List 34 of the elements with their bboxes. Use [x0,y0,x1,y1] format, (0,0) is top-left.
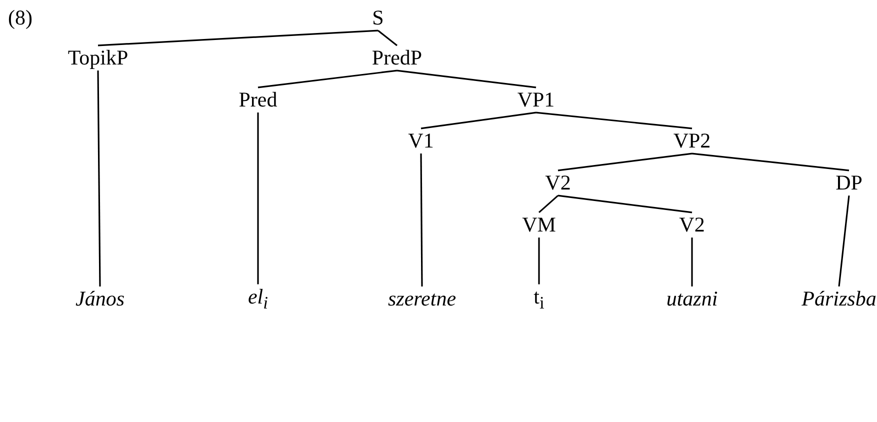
tree-branch [257,112,259,284]
tree-branch [97,70,101,286]
tree-branch [692,152,850,172]
word-label: t$_{i}$ [534,285,544,313]
tree-branch [558,194,692,214]
word-label: szeretne [388,287,456,311]
tree-branch [378,30,398,46]
tree-branch [396,70,536,88]
tree-branch [536,112,692,130]
category-label: PredP [372,46,422,70]
word-label: Párizsba [802,287,876,311]
category-label: VP2 [673,129,711,153]
tree-branch [258,70,398,88]
category-label: V1 [408,129,434,153]
word-label: utazni [666,287,718,311]
tree-branch [691,238,693,286]
tree-branch [98,30,378,46]
category-label: V2 [679,213,705,237]
example-number: (8) [8,6,32,30]
category-label: VM [522,213,556,237]
category-label: VP1 [517,88,555,112]
category-label: V2 [545,171,571,195]
word-label: el$_{i}$ [248,285,268,313]
word-label: János [76,287,124,311]
tree-branch [420,112,536,130]
tree-branch [538,238,540,284]
category-label: TopikP [68,46,128,70]
category-label: DP [836,171,862,195]
tree-branch [538,194,559,214]
category-label: Pred [238,88,278,112]
tree-branch [420,154,423,286]
tree-branch [838,195,850,287]
category-label: S [372,6,384,30]
tree-branch [558,152,692,172]
